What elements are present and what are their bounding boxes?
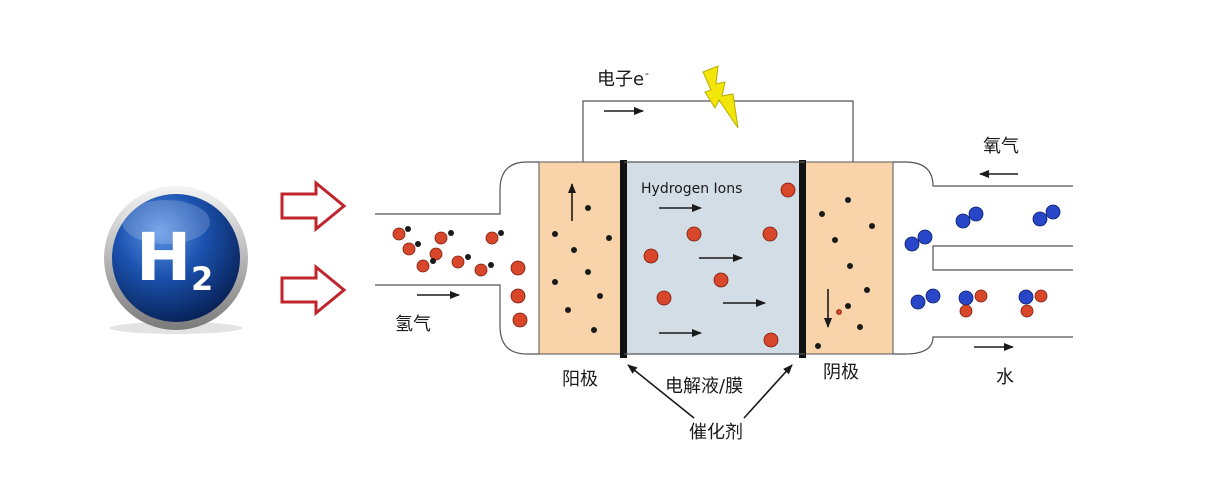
electron-label: 电子e (597, 69, 644, 90)
electron-superscript: - (645, 67, 649, 80)
water-molecules (958, 289, 1048, 318)
cathode-ions (836, 309, 842, 315)
cathode-electrons (815, 197, 875, 349)
catalyst-pointer-left (627, 364, 695, 419)
outline-arrow-icon (280, 179, 347, 317)
catalyst-layer-left (620, 160, 627, 358)
water-label: 水 (996, 367, 1014, 388)
hydrogen-ions-label: Hydrogen Ions (641, 181, 742, 197)
hydrogen-ions (643, 182, 796, 348)
anode-electrode (538, 161, 625, 355)
catalyst-label: 催化剂 (689, 422, 743, 443)
cathode-electrode (804, 161, 894, 355)
electrolyte-label: 电解液/膜 (665, 376, 743, 397)
logo-subscript: 2 (191, 260, 213, 298)
catalyst-pointer-right (743, 364, 793, 419)
cathode-label: 阴极 (823, 362, 859, 383)
h2-logo-icon: H 2 (104, 186, 248, 334)
oxygen-inlet-label: 氧气 (983, 136, 1019, 157)
oxygen-molecules (904, 204, 1061, 310)
cell-housing (375, 100, 1073, 355)
logo-symbol: H (136, 219, 191, 296)
anode-label: 阳极 (562, 369, 598, 390)
flow-arrows (417, 107, 1018, 419)
catalyst-layer-right (799, 160, 806, 358)
hydrogen-molecules (392, 226, 528, 328)
anode-electrons (552, 205, 612, 333)
hydrogen-inlet-label: 氢气 (395, 314, 431, 335)
lightning-bolt-icon (702, 65, 739, 129)
